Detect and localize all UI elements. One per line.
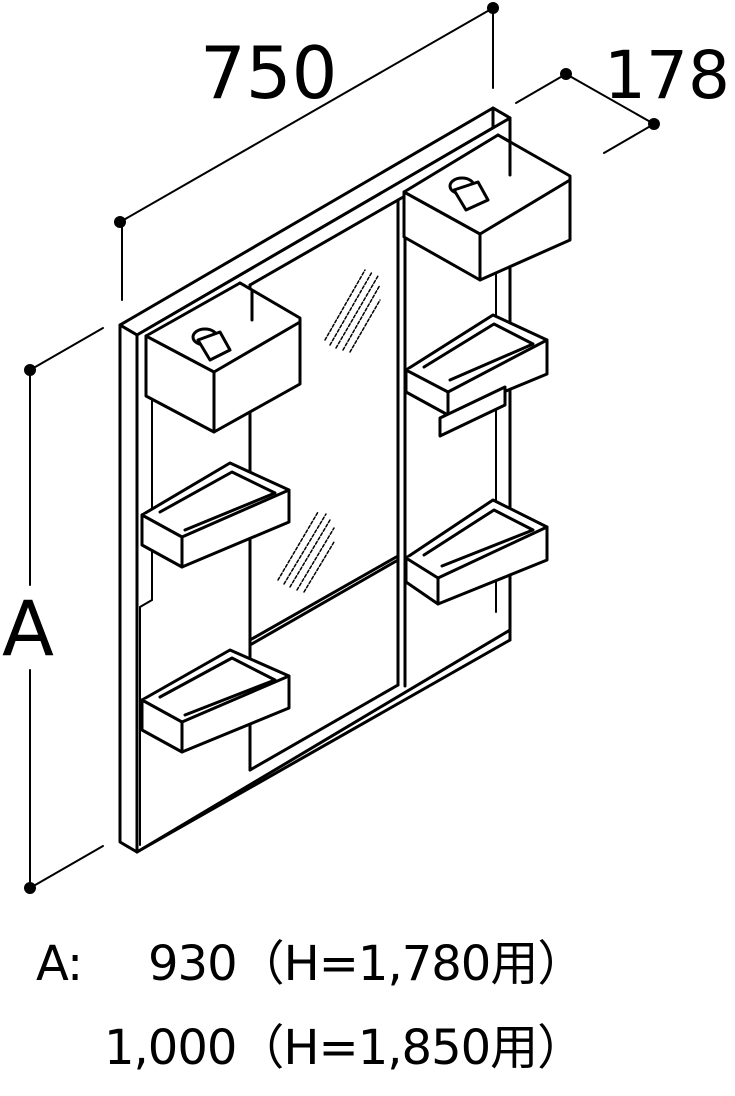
note-value-1: 930（H=1,780用） xyxy=(148,936,585,992)
height-dim-endpoint-bottom xyxy=(24,882,36,894)
cup-holder-left xyxy=(144,281,302,434)
note-value-2: 1,000（H=1,850用） xyxy=(104,1020,585,1076)
shelf-left-middle xyxy=(140,461,291,569)
shelf-right-top xyxy=(404,313,549,438)
left-side-panel xyxy=(139,399,153,846)
note-label: A: xyxy=(36,936,83,992)
note-line-1: A: 930（H=1,780用） xyxy=(36,924,735,994)
mirror-reflection-hatch xyxy=(277,269,381,593)
depth-dimension xyxy=(515,68,660,154)
depth-dim-endpoint-bottom xyxy=(648,118,660,130)
height-dimension xyxy=(24,327,104,894)
note-line-2: 1,000（H=1,850用） xyxy=(104,1008,735,1078)
height-dim-endpoint-top xyxy=(24,364,36,376)
shelf-left-bottom xyxy=(140,648,291,754)
depth-dimension-label: 178 xyxy=(604,37,730,114)
width-dimension-label: 750 xyxy=(200,31,337,115)
depth-dim-endpoint-top xyxy=(560,68,572,80)
width-dim-endpoint-left xyxy=(114,216,126,228)
width-dim-endpoint-right xyxy=(487,2,499,14)
shelf-right-bottom xyxy=(404,498,549,606)
height-dimension-label: A xyxy=(2,584,54,673)
cup-holder-right xyxy=(402,133,572,282)
width-dimension xyxy=(114,2,499,301)
